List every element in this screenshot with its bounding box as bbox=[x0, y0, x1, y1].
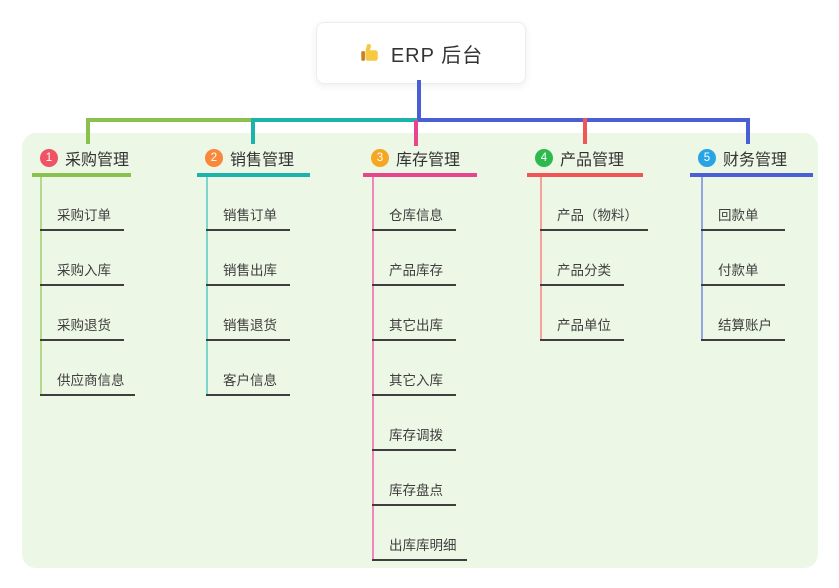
node-product-category[interactable]: 产品分类 bbox=[540, 258, 624, 286]
node-other-inbound[interactable]: 其它入库 bbox=[372, 368, 456, 396]
connector-bus-green bbox=[86, 118, 253, 122]
branch-sales[interactable]: 2 销售管理 bbox=[197, 143, 310, 177]
branch-number-badge: 1 bbox=[40, 149, 58, 167]
branch-number-badge: 5 bbox=[698, 149, 716, 167]
branch-number-badge: 3 bbox=[371, 149, 389, 167]
connector-bus-teal bbox=[251, 118, 417, 122]
branch-label: 采购管理 bbox=[65, 152, 130, 169]
mindmap-panel bbox=[22, 133, 818, 568]
node-purchase-return[interactable]: 采购退货 bbox=[40, 313, 124, 341]
node-sales-order[interactable]: 销售订单 bbox=[206, 203, 290, 231]
branch-finance-childline bbox=[701, 177, 703, 341]
node-product-stock[interactable]: 产品库存 bbox=[372, 258, 456, 286]
node-supplier-info[interactable]: 供应商信息 bbox=[40, 368, 135, 396]
node-receipt-bill[interactable]: 回款单 bbox=[701, 203, 785, 231]
branch-purchase[interactable]: 1 采购管理 bbox=[32, 143, 131, 177]
node-sales-outbound[interactable]: 销售出库 bbox=[206, 258, 290, 286]
node-product-material[interactable]: 产品（物料） bbox=[540, 203, 648, 231]
node-other-outbound[interactable]: 其它出库 bbox=[372, 313, 456, 341]
root-node[interactable]: ERP 后台 bbox=[316, 22, 526, 84]
connector-root-vertical bbox=[417, 80, 421, 122]
node-product-unit[interactable]: 产品单位 bbox=[540, 313, 624, 341]
branch-label: 产品管理 bbox=[560, 152, 625, 169]
node-customer-info[interactable]: 客户信息 bbox=[206, 368, 290, 396]
node-purchase-inbound[interactable]: 采购入库 bbox=[40, 258, 124, 286]
node-settlement-account[interactable]: 结算账户 bbox=[701, 313, 785, 341]
node-stock-take[interactable]: 库存盘点 bbox=[372, 478, 456, 506]
thumbs-up-icon bbox=[359, 42, 381, 64]
node-warehouse-info[interactable]: 仓库信息 bbox=[372, 203, 456, 231]
branch-label: 财务管理 bbox=[723, 152, 788, 169]
connector-elbow-inventory bbox=[414, 120, 418, 146]
branch-product-childline bbox=[540, 177, 542, 341]
node-sales-return[interactable]: 销售退货 bbox=[206, 313, 290, 341]
branch-purchase-childline bbox=[40, 177, 42, 396]
branch-label: 销售管理 bbox=[230, 152, 295, 169]
branch-number-badge: 2 bbox=[205, 149, 223, 167]
node-purchase-order[interactable]: 采购订单 bbox=[40, 203, 124, 231]
node-stock-transfer[interactable]: 库存调拨 bbox=[372, 423, 456, 451]
branch-sales-childline bbox=[206, 177, 208, 396]
connector-elbow-finance bbox=[746, 118, 750, 144]
branch-inventory[interactable]: 3 库存管理 bbox=[363, 143, 477, 177]
branch-inventory-childline bbox=[372, 177, 374, 561]
branch-finance[interactable]: 5 财务管理 bbox=[690, 143, 813, 177]
connector-elbow-product bbox=[583, 118, 587, 144]
node-payment-bill[interactable]: 付款单 bbox=[701, 258, 785, 286]
root-title: ERP 后台 bbox=[390, 44, 484, 67]
branch-number-badge: 4 bbox=[535, 149, 553, 167]
connector-elbow-purchase bbox=[86, 118, 90, 144]
connector-elbow-sales bbox=[251, 118, 255, 144]
branch-label: 库存管理 bbox=[396, 152, 461, 169]
branch-product[interactable]: 4 产品管理 bbox=[527, 143, 643, 177]
node-outbound-detail[interactable]: 出库库明细 bbox=[372, 533, 467, 561]
